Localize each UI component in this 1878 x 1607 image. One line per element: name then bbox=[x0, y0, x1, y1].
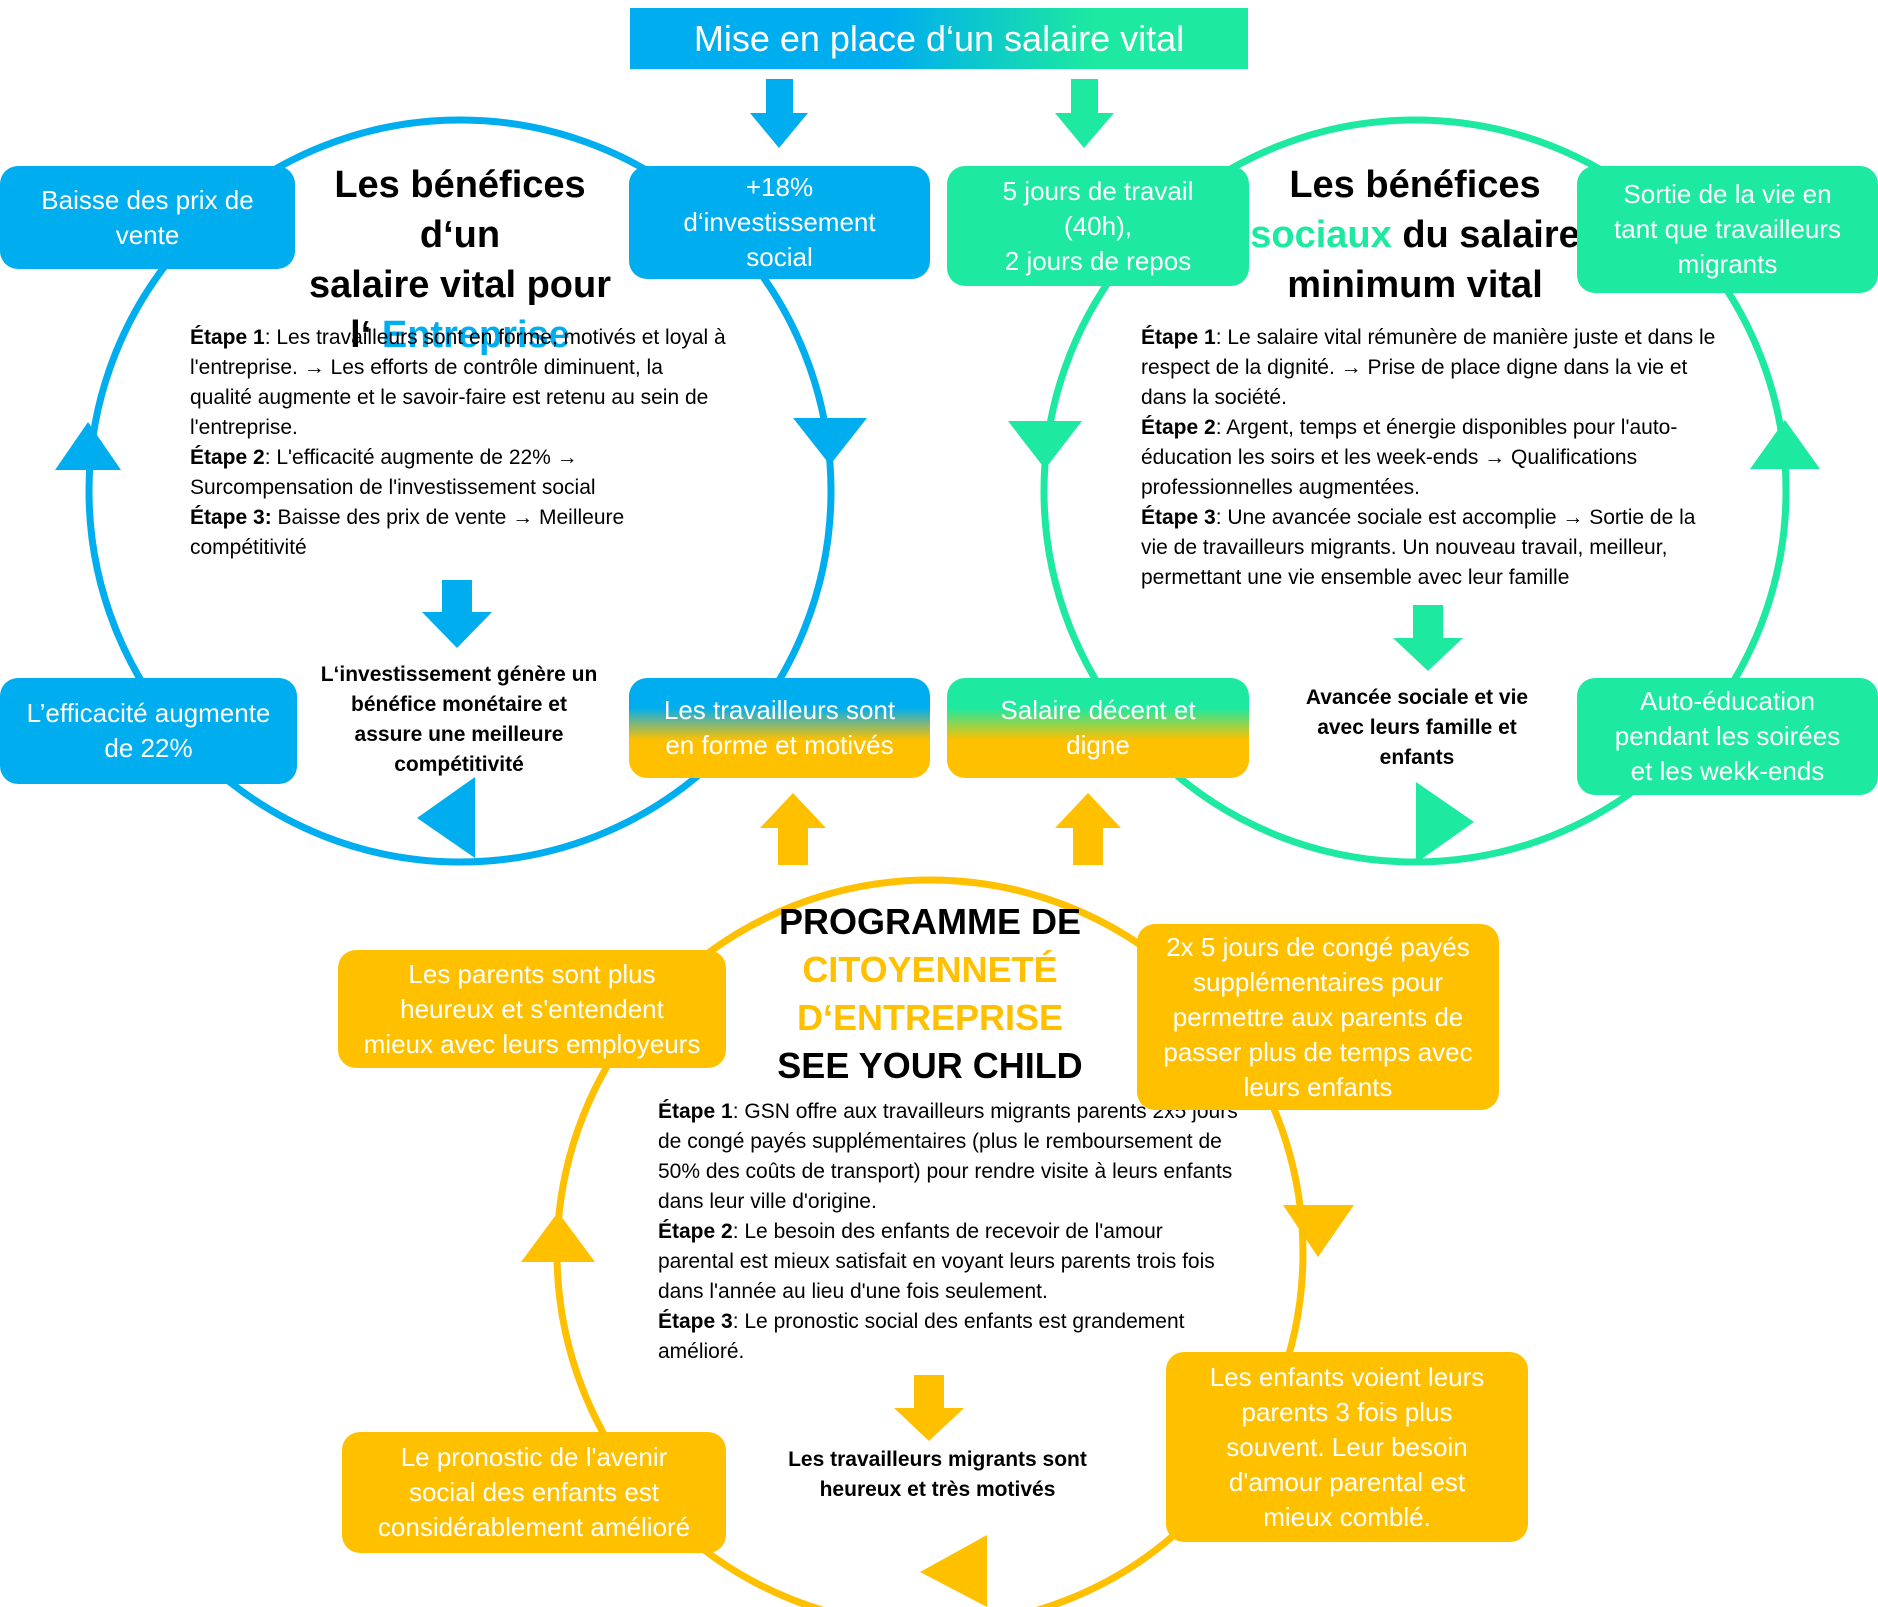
enterprise-arrow-right-down bbox=[793, 418, 867, 465]
social-heading-highlight: sociaux bbox=[1250, 214, 1392, 256]
social-arrow-left-down bbox=[1008, 421, 1082, 469]
program-steps: Étape 1: GSN offre aux travailleurs migr… bbox=[658, 1097, 1238, 1367]
enterprise-step-2-label: Étape 2 bbox=[190, 446, 265, 469]
enterprise-result-arrow-icon bbox=[422, 580, 492, 648]
enterprise-cycle-ring bbox=[85, 116, 835, 866]
program-up-arrow-right bbox=[1055, 793, 1121, 865]
enterprise-heading: Les bénéfices d‘un salaire vital pour l‘… bbox=[290, 160, 630, 360]
program-arrow-bottom-left bbox=[920, 1535, 987, 1607]
social-step-3: Étape 3: Une avancée sociale est accompl… bbox=[1141, 503, 1716, 593]
program-step-3-text: : Le pronostic social des enfants est gr… bbox=[658, 1310, 1185, 1363]
social-cycle-ring bbox=[1040, 116, 1790, 866]
social-step-1-label: Étape 1 bbox=[1141, 326, 1216, 349]
program-box-paid-leave: 2x 5 jours de congé payés supplémentaire… bbox=[1137, 924, 1499, 1110]
social-step-3-label: Étape 3 bbox=[1141, 506, 1216, 529]
program-heading-line3: D‘ENTREPRISE bbox=[796, 997, 1064, 1038]
program-step-1-text: : GSN offre aux travailleurs migrants pa… bbox=[658, 1100, 1238, 1213]
program-arrow-right-down bbox=[1283, 1205, 1354, 1257]
top-banner: Mise en place d‘un salaire vital bbox=[630, 8, 1248, 69]
enterprise-heading-prefix: l‘ bbox=[350, 314, 382, 356]
program-heading: PROGRAMME DE CITOYENNETÉ D‘ENTREPRISE SE… bbox=[740, 898, 1120, 1090]
enterprise-step-2-text: : L'efficacité augmente de 22% → Surcomp… bbox=[190, 446, 596, 499]
program-step-3-label: Étape 3 bbox=[658, 1310, 733, 1333]
enterprise-box-workers-fit: Les travailleurs sont en forme et motivé… bbox=[629, 678, 930, 778]
enterprise-heading-highlight: Entreprise bbox=[381, 314, 570, 356]
social-heading-line2: sociaux du salaire bbox=[1240, 210, 1590, 260]
social-step-2: Étape 2: Argent, temps et énergie dispon… bbox=[1141, 413, 1716, 503]
enterprise-box-efficiency: L’efficacité augmente de 22% bbox=[0, 678, 297, 784]
enterprise-step-3: Étape 3: Baisse des prix de vente → Meil… bbox=[190, 503, 730, 563]
enterprise-step-2: Étape 2: L'efficacité augmente de 22% → … bbox=[190, 443, 730, 503]
enterprise-arrow-bottom-left bbox=[417, 777, 475, 858]
social-arrow-right-up bbox=[1750, 420, 1820, 469]
program-result-arrow-icon bbox=[894, 1375, 964, 1441]
social-box-work-days: 5 jours de travail (40h), 2 jours de rep… bbox=[947, 166, 1249, 286]
enterprise-step-3-text: Baisse des prix de vente → Meilleure com… bbox=[190, 506, 625, 559]
enterprise-arrow-left-up bbox=[55, 422, 121, 470]
program-box-social-prognosis: Le pronostic de l'avenir social des enfa… bbox=[342, 1432, 726, 1553]
social-heading-suffix: du salaire bbox=[1391, 214, 1580, 256]
social-box-decent-salary: Salaire décent et digne bbox=[947, 678, 1249, 778]
social-result-arrow-icon bbox=[1393, 605, 1463, 671]
banner-arrow-down-blue bbox=[750, 79, 808, 148]
program-step-2-text: : Le besoin des enfants de recevoir de l… bbox=[658, 1220, 1215, 1303]
social-heading-line3: minimum vital bbox=[1287, 264, 1543, 306]
social-arrow-bottom-right bbox=[1416, 782, 1474, 863]
program-step-1: Étape 1: GSN offre aux travailleurs migr… bbox=[658, 1097, 1238, 1217]
enterprise-step-1: Étape 1: Les travailleurs sont en forme,… bbox=[190, 323, 730, 443]
social-step-3-text: : Une avancée sociale est accomplie → So… bbox=[1141, 506, 1696, 589]
social-heading-line1: Les bénéfices bbox=[1289, 164, 1541, 206]
enterprise-box-investment: +18% d‘investissement social bbox=[629, 166, 930, 279]
social-box-self-education: Auto-éducation pendant les soirées et le… bbox=[1577, 678, 1878, 795]
social-box-exit-migrant: Sortie de la vie en tant que travailleur… bbox=[1577, 166, 1878, 293]
enterprise-steps: Étape 1: Les travailleurs sont en forme,… bbox=[190, 323, 730, 563]
program-heading-line4: SEE YOUR CHILD bbox=[777, 1045, 1083, 1086]
enterprise-result: L‘investissement génère un bénéfice moné… bbox=[320, 663, 598, 776]
top-banner-label: Mise en place d‘un salaire vital bbox=[693, 17, 1185, 59]
enterprise-heading-line3: l‘ Entreprise bbox=[290, 310, 630, 360]
program-heading-line2: CITOYENNETÉ bbox=[802, 949, 1058, 990]
enterprise-step-1-label: Étape 1 bbox=[190, 326, 265, 349]
enterprise-box-prices: Baisse des prix de vente bbox=[0, 166, 295, 269]
enterprise-heading-line2: salaire vital pour bbox=[308, 264, 611, 306]
social-step-1: Étape 1: Le salaire vital rémunère de ma… bbox=[1141, 323, 1716, 413]
enterprise-step-1-text: : Les travailleurs sont en forme, motivé… bbox=[190, 326, 726, 439]
program-heading-line1: PROGRAMME DE bbox=[778, 901, 1081, 942]
banner-arrow-down-green bbox=[1055, 79, 1114, 148]
program-arrow-left-up bbox=[521, 1212, 595, 1262]
enterprise-heading-line1: Les bénéfices d‘un bbox=[334, 164, 586, 256]
social-step-2-label: Étape 2 bbox=[1141, 416, 1216, 439]
program-box-children-see-parents: Les enfants voient leurs parents 3 fois … bbox=[1166, 1352, 1528, 1542]
social-step-2-text: : Argent, temps et énergie disponibles p… bbox=[1141, 416, 1678, 499]
social-result: Avancée sociale et vie avec leurs famill… bbox=[1305, 686, 1529, 769]
enterprise-step-3-label: Étape 3: bbox=[190, 506, 272, 529]
program-box-parents-happier: Les parents sont plus heureux et s'enten… bbox=[338, 950, 726, 1068]
program-step-3: Étape 3: Le pronostic social des enfants… bbox=[658, 1307, 1238, 1367]
program-step-1-label: Étape 1 bbox=[658, 1100, 733, 1123]
social-step-1-text: : Le salaire vital rémunère de manière j… bbox=[1141, 326, 1716, 409]
program-result: Les travailleurs migrants sont heureux e… bbox=[788, 1448, 1087, 1501]
program-up-arrow-left bbox=[760, 793, 826, 865]
program-step-2: Étape 2: Le besoin des enfants de recevo… bbox=[658, 1217, 1238, 1307]
program-step-2-label: Étape 2 bbox=[658, 1220, 733, 1243]
social-heading: Les bénéfices sociaux du salaire minimum… bbox=[1240, 160, 1590, 310]
social-steps: Étape 1: Le salaire vital rémunère de ma… bbox=[1141, 323, 1716, 593]
